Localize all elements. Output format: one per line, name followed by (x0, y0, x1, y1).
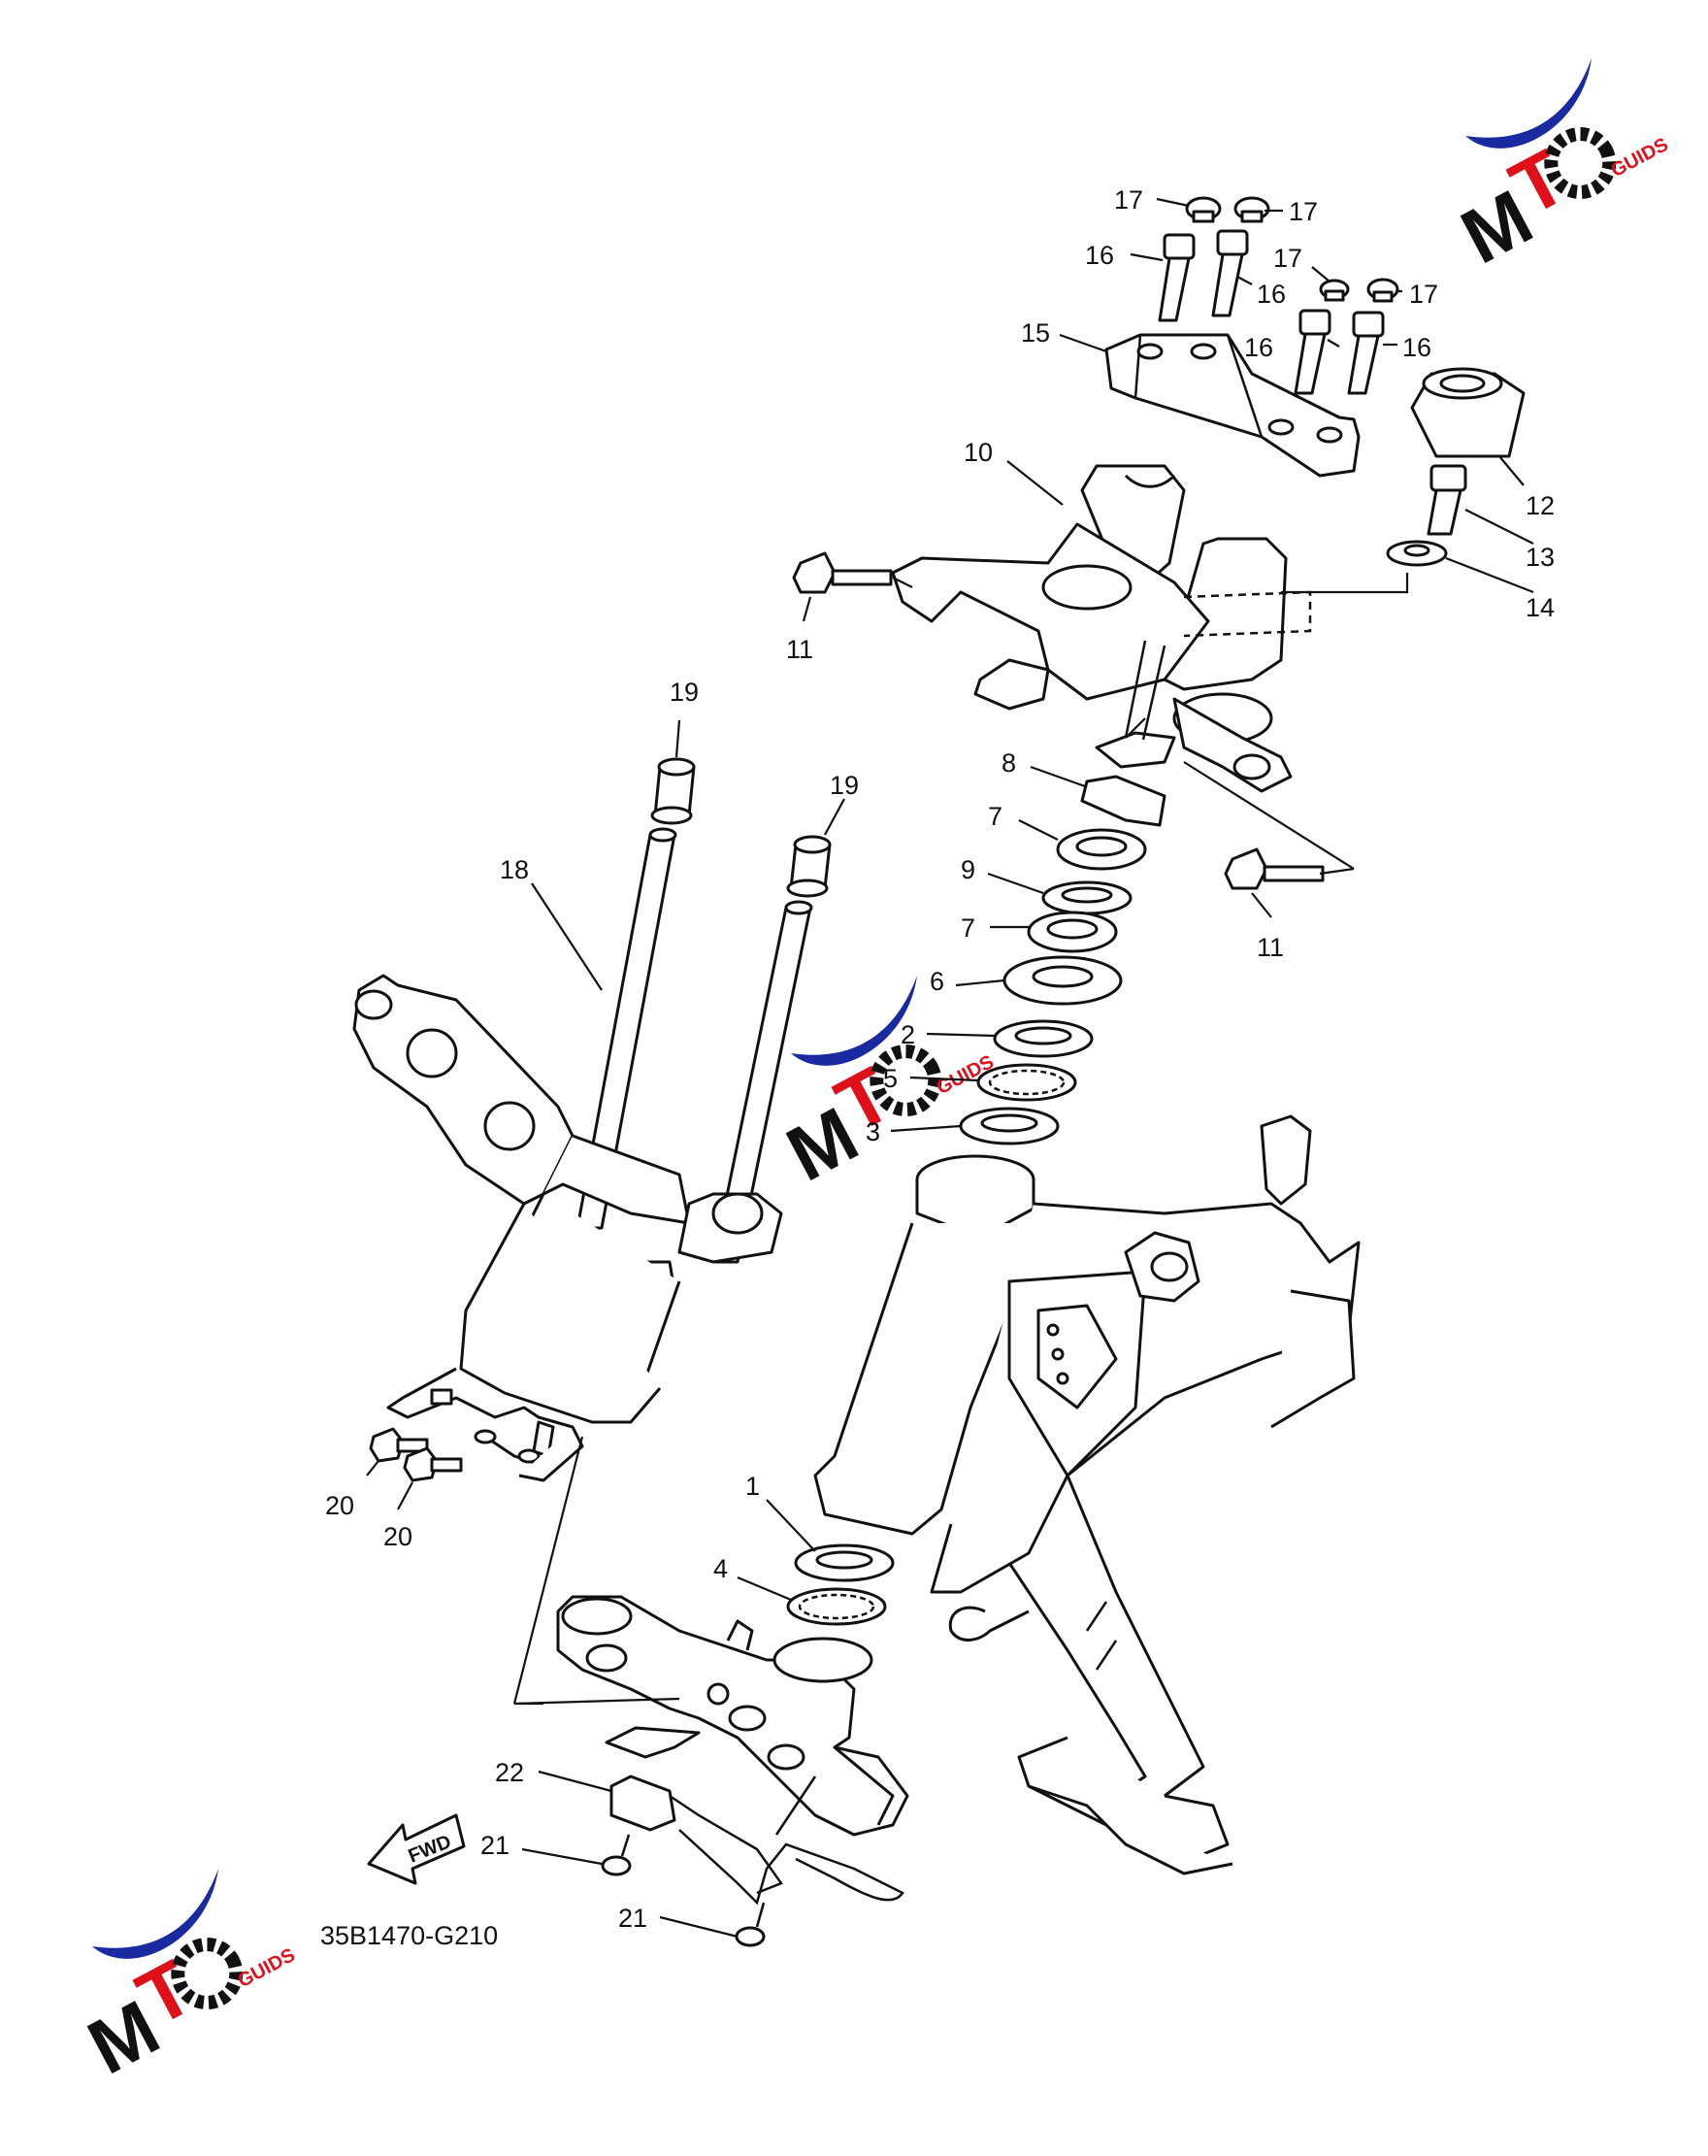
watermark-suffix: GUIDS (1607, 134, 1671, 182)
callout-7: 7 (961, 913, 975, 943)
screw-21-lower (735, 1902, 766, 1947)
callout-13: 13 (1526, 543, 1555, 572)
ring-nut-7-lower (1027, 911, 1118, 953)
ball-race-3 (959, 1107, 1060, 1145)
handle-frame (352, 974, 783, 1482)
callout-16: 16 (1257, 280, 1286, 309)
callout-17: 17 (1114, 185, 1143, 215)
washer-14 (1386, 540, 1448, 567)
bolt-16-a (1158, 233, 1196, 322)
callout-2: 2 (901, 1020, 915, 1049)
callout-8: 8 (1002, 748, 1016, 778)
under-bracket (556, 1595, 909, 1837)
bolt-13 (1427, 464, 1467, 536)
watermark-suffix: GUIDS (234, 1944, 298, 1992)
callout-1: 1 (745, 1472, 760, 1501)
bearing-4 (786, 1587, 887, 1626)
leader-lines (366, 197, 1534, 1939)
bolt-20-upper (369, 1427, 429, 1463)
gear-icon (1544, 127, 1617, 200)
callout-16: 16 (1244, 333, 1273, 362)
callout-16: 16 (1085, 241, 1114, 270)
callout-21: 21 (618, 1904, 647, 1933)
callout-15: 15 (1021, 318, 1050, 348)
callout-11: 11 (1257, 933, 1284, 962)
bearing-5 (976, 1063, 1077, 1102)
frame-head-pipe (813, 1114, 1361, 1875)
callout-4: 4 (713, 1554, 728, 1583)
cable-holder-22 (605, 1726, 783, 1895)
callout-5: 5 (883, 1064, 898, 1093)
callout-3: 3 (866, 1117, 880, 1146)
callout-20: 20 (383, 1522, 412, 1551)
ball-race-1 (794, 1543, 895, 1582)
bolt-20-lower (403, 1446, 463, 1482)
lock-washer-8 (1080, 775, 1166, 827)
callout-10: 10 (964, 438, 993, 467)
wire-loop (678, 1775, 904, 1906)
callout-6: 6 (930, 967, 944, 996)
cap-17-d (1366, 278, 1399, 303)
washer-9 (1041, 880, 1133, 915)
gear-icon (870, 1045, 942, 1117)
upper-handlebar-holder-15 (1104, 333, 1361, 478)
upper-bracket-10 (891, 464, 1312, 793)
callout-17: 17 (1409, 280, 1438, 309)
bolt-11-lower (1224, 847, 1325, 890)
ball-race-2 (993, 1019, 1094, 1058)
cap-17-b (1233, 196, 1270, 223)
ring-nut-7-upper (1056, 828, 1147, 871)
bolt-16-b (1211, 229, 1249, 317)
callout-21: 21 (480, 1831, 509, 1860)
screw-21-upper (601, 1834, 632, 1876)
callout-7: 7 (988, 802, 1002, 831)
callout-17: 17 (1273, 244, 1302, 273)
swoosh-icon (92, 1869, 218, 1959)
handle-tube-18 (575, 827, 813, 1264)
bushing-19-right (786, 835, 832, 898)
callout-9: 9 (961, 855, 975, 884)
callout-22: 22 (495, 1758, 524, 1787)
callout-11: 11 (786, 635, 813, 664)
assembly-lines (512, 573, 1409, 1706)
bushing-19-left (650, 757, 696, 825)
callout-17: 17 (1289, 197, 1318, 226)
cover-6 (1002, 955, 1123, 1006)
bolt-16-c (1294, 309, 1331, 395)
gear-icon (171, 1938, 244, 2010)
callout-14: 14 (1526, 593, 1555, 622)
callout-18: 18 (500, 855, 529, 884)
callout-20: 20 (325, 1491, 354, 1520)
rubber-cap-12 (1410, 367, 1526, 458)
watermark-logo-bottom-left: M T GUIDS (75, 1869, 299, 2090)
callout-labels: 17 17 17 17 16 16 16 16 15 10 12 13 14 1… (325, 185, 1555, 1933)
callout-19: 19 (830, 771, 859, 800)
callout-16: 16 (1402, 333, 1431, 362)
swoosh-icon (791, 976, 917, 1066)
drawing-code: 35B1470-G210 (320, 1921, 498, 1950)
bolt-16-d (1347, 311, 1385, 395)
callout-19: 19 (670, 678, 699, 707)
cap-17-a (1185, 196, 1222, 223)
fwd-arrow-icon: FWD (367, 1813, 466, 1885)
cap-17-c (1319, 279, 1350, 302)
callout-12: 12 (1526, 491, 1555, 520)
bolt-11-upper (792, 551, 893, 594)
swoosh-icon (1465, 58, 1592, 149)
watermark-logo-top-right: M T GUIDS (1448, 58, 1672, 280)
